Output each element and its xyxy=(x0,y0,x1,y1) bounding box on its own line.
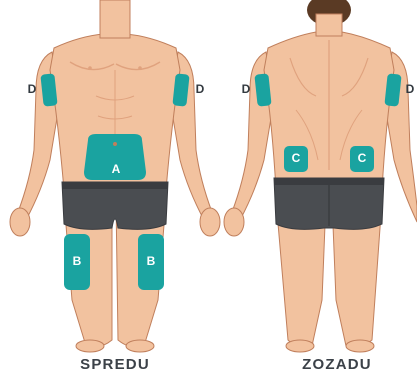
caption-front: SPREDU xyxy=(40,356,190,373)
back-label-d-right: D xyxy=(406,82,415,96)
front-label-d-right: D xyxy=(196,82,205,96)
front-label-d-left: D xyxy=(28,82,37,96)
zone-label-a: A xyxy=(112,162,121,176)
back-figure xyxy=(224,0,417,352)
caption-back: ZOZADU xyxy=(262,356,412,373)
back-label-d-left: D xyxy=(242,82,251,96)
zone-label-c-right: C xyxy=(358,151,367,165)
navel xyxy=(113,142,117,146)
zone-label-b-left: B xyxy=(73,254,82,268)
zone-label-c-left: C xyxy=(292,151,301,165)
zone-label-b-right: B xyxy=(147,254,156,268)
